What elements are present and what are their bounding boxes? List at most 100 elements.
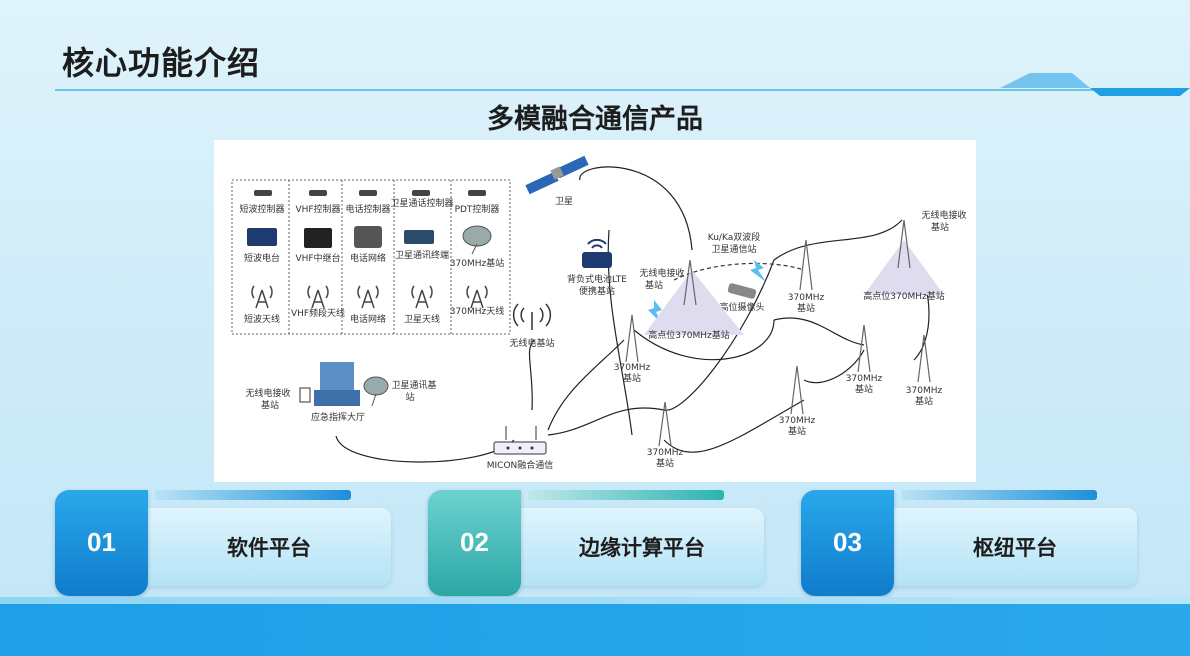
wireless-top-line2: 基站: [645, 279, 663, 291]
site-label: 基站: [855, 383, 873, 395]
network-diagram: 短波控制器 短波电台 短波天线 VHF控制器 VHF中继台 VHF频段天线 电话…: [214, 140, 976, 482]
page-title: 核心功能介绍: [62, 44, 261, 82]
controller-label: PDT控制器: [455, 203, 500, 215]
controller-icon: [412, 190, 430, 196]
wireless-right-line2: 基站: [931, 221, 949, 233]
mountain-center: [644, 270, 744, 335]
tower-icons: [625, 219, 931, 447]
site-label: 基站: [797, 302, 815, 314]
card-topbar: [901, 490, 1097, 500]
card-label: 软件平台: [227, 536, 311, 560]
antenna-label: 370MHz天线: [450, 305, 504, 317]
controller-label: VHF控制器: [295, 203, 340, 215]
radio-icon: [247, 228, 277, 246]
tower-site-labels: 370MHz 基站 370MHz 基站 370MHz 基站 370MHz 基站 …: [614, 293, 943, 469]
sat-terminal-icon: [404, 230, 434, 244]
dish-icon: [363, 376, 389, 407]
card-number: 01: [55, 490, 148, 596]
lte-label-line1: 背负式电池LTE: [567, 273, 627, 285]
panel-column-5: PDT控制器 370MHz基站 370MHz天线: [450, 190, 504, 317]
site-label: 370MHz: [647, 448, 684, 458]
device-label: 短波电台: [244, 252, 280, 264]
antenna-label: 短波天线: [244, 313, 280, 325]
controller-icon: [468, 190, 486, 196]
device-label: 卫星通讯终端: [395, 249, 449, 261]
camera-label: 高位摄像头: [719, 301, 764, 313]
phone-icon: [354, 226, 382, 248]
antenna-icon: [357, 285, 379, 309]
repeater-icon: [304, 228, 332, 248]
antenna-icon: [411, 285, 433, 309]
network-diagram-svg: 短波控制器 短波电台 短波天线 VHF控制器 VHF中继台 VHF频段天线 电话…: [231, 155, 967, 471]
antenna-icon: [466, 285, 488, 309]
site-label: 基站: [915, 395, 933, 407]
site-label: 370MHz: [614, 363, 651, 373]
lte-station-icon: [582, 238, 612, 268]
card-edge-computing[interactable]: 02 边缘计算平台: [428, 490, 768, 598]
antenna-label: VHF频段天线: [291, 307, 345, 319]
antenna-label: 电话网络: [350, 313, 386, 325]
controller-icon: [309, 190, 327, 196]
satellite-station-line2: 站: [405, 391, 414, 403]
wireless-top-line1: 无线电接收: [639, 267, 684, 279]
site-label: 370MHz: [906, 386, 943, 396]
building-icon: [299, 362, 360, 406]
device-label: VHF中继台: [295, 252, 340, 264]
controller-label: 卫星通话控制器: [390, 197, 453, 209]
command-hall-label: 应急指挥大厅: [311, 411, 365, 423]
site-label: 370MHz: [788, 293, 825, 303]
dish-icon: [462, 225, 492, 255]
footer-line: [0, 597, 1190, 604]
satellite-icon: [525, 155, 589, 195]
controller-label: 短波控制器: [239, 203, 284, 215]
panel-column-1: 短波控制器 短波电台 短波天线: [239, 190, 285, 325]
controller-label: 电话控制器: [345, 203, 390, 215]
card-number: 03: [801, 490, 894, 596]
lightning-icon: [750, 260, 766, 282]
footer-band: [0, 604, 1190, 656]
satellite-station-line1: 卫星通讯基: [391, 379, 436, 391]
site-label: 基站: [656, 457, 674, 469]
satellite-label: 卫星: [555, 196, 573, 207]
mountain-right: [864, 240, 944, 295]
wireless-station-label: 无线电基站: [509, 337, 554, 349]
card-topbar: [528, 490, 724, 500]
panel-column-4: 卫星通话控制器 卫星通讯终端 卫星天线: [390, 190, 454, 325]
card-topbar: [155, 490, 351, 500]
card-body: [147, 508, 391, 586]
site-label: 370MHz: [779, 416, 816, 426]
panel-column-2: VHF控制器 VHF中继台 VHF频段天线: [291, 190, 345, 319]
card-label: 边缘计算平台: [579, 536, 705, 560]
controller-icon: [359, 190, 377, 196]
wireless-right-line1: 无线电接收: [921, 209, 966, 221]
high-site-right-label: 高点位370MHz基站: [863, 290, 944, 302]
micon-router-icon: [493, 426, 547, 455]
ku-ka-line2: 卫星通信站: [711, 243, 756, 255]
antenna-icon: [251, 285, 273, 309]
connection-lines: [335, 166, 930, 463]
card-body: [893, 508, 1137, 586]
device-label: 电话网络: [350, 252, 386, 264]
micon-label: MICON融合通信: [487, 459, 554, 471]
ku-ka-line1: Ku/Ka双波段: [708, 231, 760, 243]
card-body: [520, 508, 764, 586]
card-software-platform[interactable]: 01 软件平台: [55, 490, 395, 598]
antenna-label: 卫星天线: [404, 313, 440, 325]
corner-decoration: [1000, 73, 1190, 96]
site-label: 基站: [788, 425, 806, 437]
card-hub-platform[interactable]: 03 枢纽平台: [801, 490, 1141, 598]
site-label: 370MHz: [846, 374, 883, 384]
camera-icon: [727, 283, 757, 299]
subtitle: 多模融合通信产品: [487, 104, 703, 135]
card-label: 枢纽平台: [973, 536, 1057, 560]
site-label: 基站: [623, 372, 641, 384]
card-number: 02: [428, 490, 521, 596]
wireless-left-line2: 基站: [261, 399, 279, 411]
lte-label-line2: 便携基站: [579, 285, 615, 297]
wireless-left-line1: 无线电接收: [245, 387, 290, 399]
title-rule: [55, 89, 1175, 91]
controller-icon: [254, 190, 272, 196]
wireless-station-icon: [512, 303, 552, 330]
device-label: 370MHz基站: [450, 257, 504, 269]
antenna-icon: [307, 285, 329, 309]
